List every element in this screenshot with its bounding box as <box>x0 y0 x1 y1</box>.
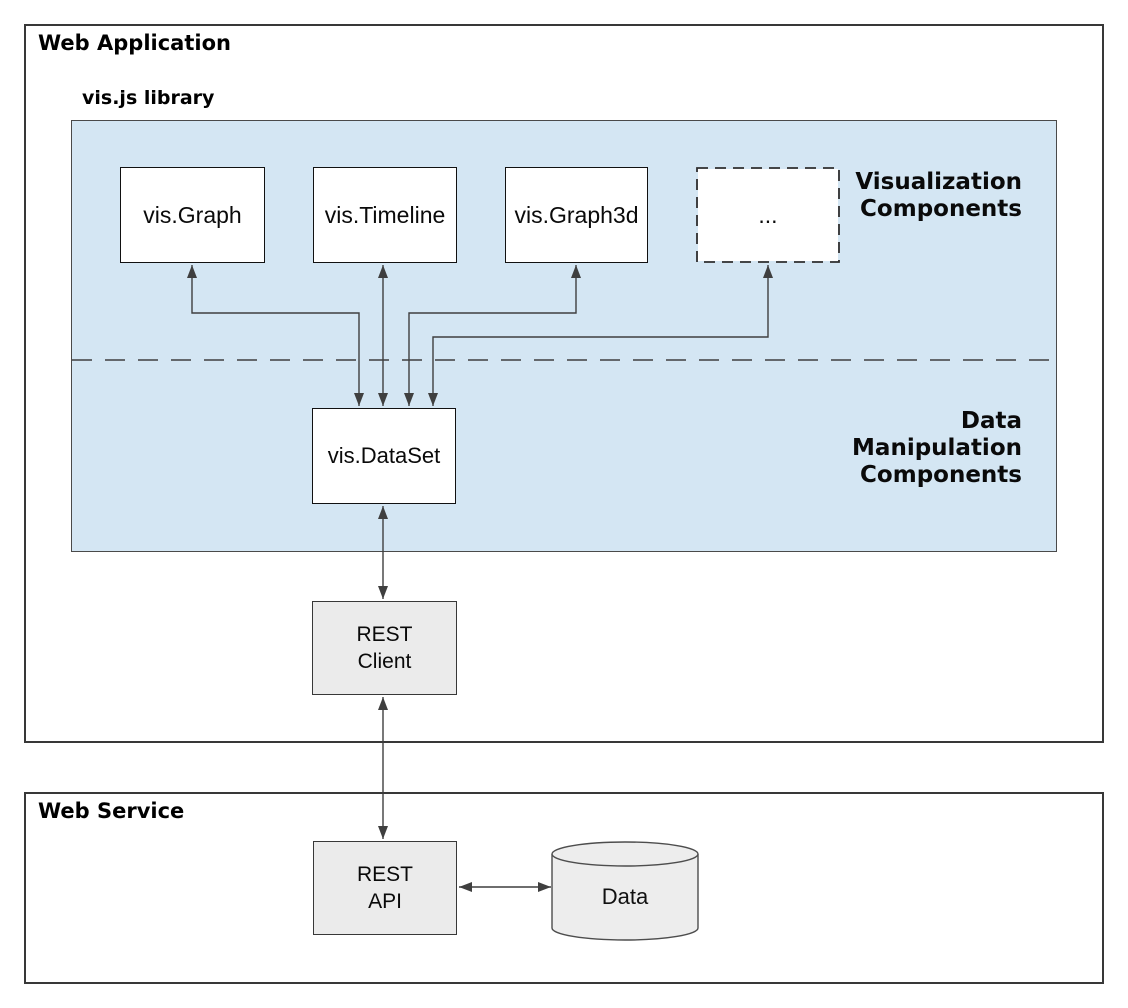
web-application-title: Web Application <box>38 31 231 55</box>
node-vis-dataset: vis.DataSet <box>312 408 456 504</box>
rest-api-label: REST API <box>356 863 413 913</box>
node-ellipsis: ... <box>698 169 838 261</box>
node-vis-timeline: vis.Timeline <box>313 167 457 263</box>
library-title: vis.js library <box>82 87 215 109</box>
web-service-title: Web Service <box>38 799 185 823</box>
web-service-container <box>24 792 1104 984</box>
data-manipulation-components-label: Data Manipulation Components <box>852 408 1022 488</box>
rest-client-label: REST Client <box>356 623 413 673</box>
node-vis-graph: vis.Graph <box>120 167 265 263</box>
node-rest-client: REST Client <box>312 601 457 695</box>
node-vis-graph3d: vis.Graph3d <box>505 167 648 263</box>
node-rest-api: REST API <box>313 841 457 935</box>
visualization-components-label: Visualization Components <box>855 169 1022 222</box>
